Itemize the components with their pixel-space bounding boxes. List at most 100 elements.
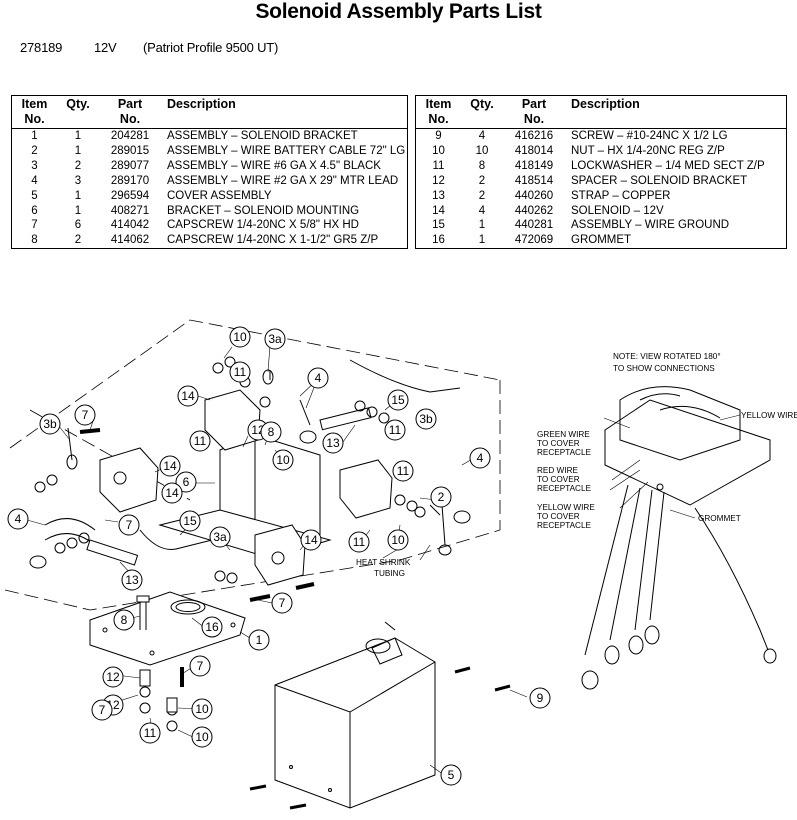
callout-4: 4 <box>307 367 329 389</box>
callout-10: 10 <box>229 326 251 348</box>
svg-text:16: 16 <box>205 620 219 634</box>
item-cell: 2 <box>31 144 38 157</box>
callout-3a: 3a <box>209 526 231 548</box>
item-cell: 11 <box>432 159 445 172</box>
callout-8: 8 <box>113 609 135 631</box>
callout-11: 11 <box>189 430 211 452</box>
qty-cell: 1 <box>478 234 486 247</box>
qty-cell: 2 <box>478 174 486 187</box>
description-cell: ASSEMBLY – WIRE #2 GA X 29" MTR LEAD <box>167 174 399 187</box>
svg-text:5: 5 <box>448 768 455 782</box>
callout-16: 16 <box>201 616 223 638</box>
callout-7: 7 <box>189 655 211 677</box>
svg-text:2: 2 <box>438 490 445 504</box>
callout-4: 4 <box>469 447 491 469</box>
item-cell: 12 <box>432 174 445 187</box>
svg-text:14: 14 <box>165 486 179 500</box>
svg-text:10: 10 <box>276 453 290 467</box>
svg-text:7: 7 <box>82 408 89 422</box>
svg-text:13: 13 <box>125 573 139 587</box>
green-wire-label-1: GREEN WIRE <box>537 430 590 439</box>
svg-text:11: 11 <box>234 365 247 379</box>
callout-7: 7 <box>91 699 113 721</box>
part-number-cell: 418149 <box>514 159 554 172</box>
description-cell: ASSEMBLY – WIRE GROUND <box>571 219 730 232</box>
callout-10: 10 <box>191 726 213 748</box>
callout-14: 14 <box>159 455 181 477</box>
callout-8: 8 <box>260 421 282 443</box>
callout-3a: 3a <box>264 328 286 350</box>
voltage-label: 12V <box>94 40 117 55</box>
part-number-cell: 289170 <box>110 174 150 187</box>
part-number-cell: 408271 <box>110 204 150 217</box>
item-cell: 10 <box>432 144 445 157</box>
callout-13: 13 <box>322 432 344 454</box>
description-cell: NUT – HX 1/4-20NC REG Z/P <box>571 144 725 157</box>
yellow-wire-cover-label-2: TO COVER <box>537 512 580 521</box>
svg-text:7: 7 <box>279 596 286 610</box>
description-cell: ASSEMBLY – WIRE #6 GA X 4.5" BLACK <box>167 159 381 172</box>
part-number-cell: 418014 <box>514 144 554 157</box>
callout-11: 11 <box>229 361 251 383</box>
callout-10: 10 <box>387 529 409 551</box>
item-cell: 8 <box>31 234 38 247</box>
red-wire-label-1: RED WIRE <box>537 466 578 475</box>
copper-straps <box>86 407 372 566</box>
cover-assembly-box <box>274 621 436 809</box>
qty-cell: 1 <box>478 219 486 232</box>
description-cell: GROMMET <box>571 234 632 247</box>
svg-text:1: 1 <box>256 633 263 647</box>
svg-text:12: 12 <box>106 670 120 684</box>
svg-text:14: 14 <box>163 459 177 473</box>
callout-10: 10 <box>272 449 294 471</box>
item-cell: 16 <box>432 234 445 247</box>
callout-13: 13 <box>121 569 143 591</box>
heat-shrink-label-2: TUBING <box>374 569 405 578</box>
svg-text:6: 6 <box>183 475 190 489</box>
description-cell: ASSEMBLY – WIRE BATTERY CABLE 72" LG <box>167 144 406 157</box>
item-cell: 4 <box>31 174 38 187</box>
kit-part-number: 278189 <box>20 40 63 55</box>
description-cell: LOCKWASHER – 1/4 MED SECT Z/P <box>571 159 765 172</box>
svg-text:7: 7 <box>126 518 133 532</box>
svg-text:10: 10 <box>195 730 209 744</box>
callout-15: 15 <box>179 510 201 532</box>
rotated-connection-view <box>581 386 777 690</box>
callout-9: 9 <box>529 687 551 709</box>
qty-cell: 6 <box>74 219 82 232</box>
item-cell: 14 <box>432 204 445 217</box>
callout-14: 14 <box>177 385 199 407</box>
svg-text:7: 7 <box>197 659 204 673</box>
table-row: 4 3 289170 ASSEMBLY – WIRE #2 GA X 29" MTR … <box>12 174 408 189</box>
item-cell: 5 <box>31 189 38 202</box>
callout-12: 12 <box>102 666 124 688</box>
callout-11: 11 <box>392 460 414 482</box>
callout-7: 7 <box>74 404 96 426</box>
part-number-cell: 296594 <box>110 189 150 202</box>
description-cell: SPACER – SOLENOID BRACKET <box>571 174 748 187</box>
callout-3b: 3b <box>39 413 61 435</box>
svg-text:11: 11 <box>144 726 157 740</box>
svg-text:11: 11 <box>397 464 410 478</box>
svg-text:11: 11 <box>194 434 207 448</box>
part-number-cell: 418514 <box>514 174 554 187</box>
yellow-wire-cover-label-1: YELLOW WIRE <box>537 503 595 512</box>
svg-text:11: 11 <box>389 423 402 437</box>
description-cell: STRAP – COPPER <box>571 189 671 202</box>
green-wire-label-2: TO COVER <box>537 439 580 448</box>
qty-cell: 3 <box>74 174 82 187</box>
description-cell: BRACKET – SOLENOID MOUNTING <box>167 204 360 217</box>
